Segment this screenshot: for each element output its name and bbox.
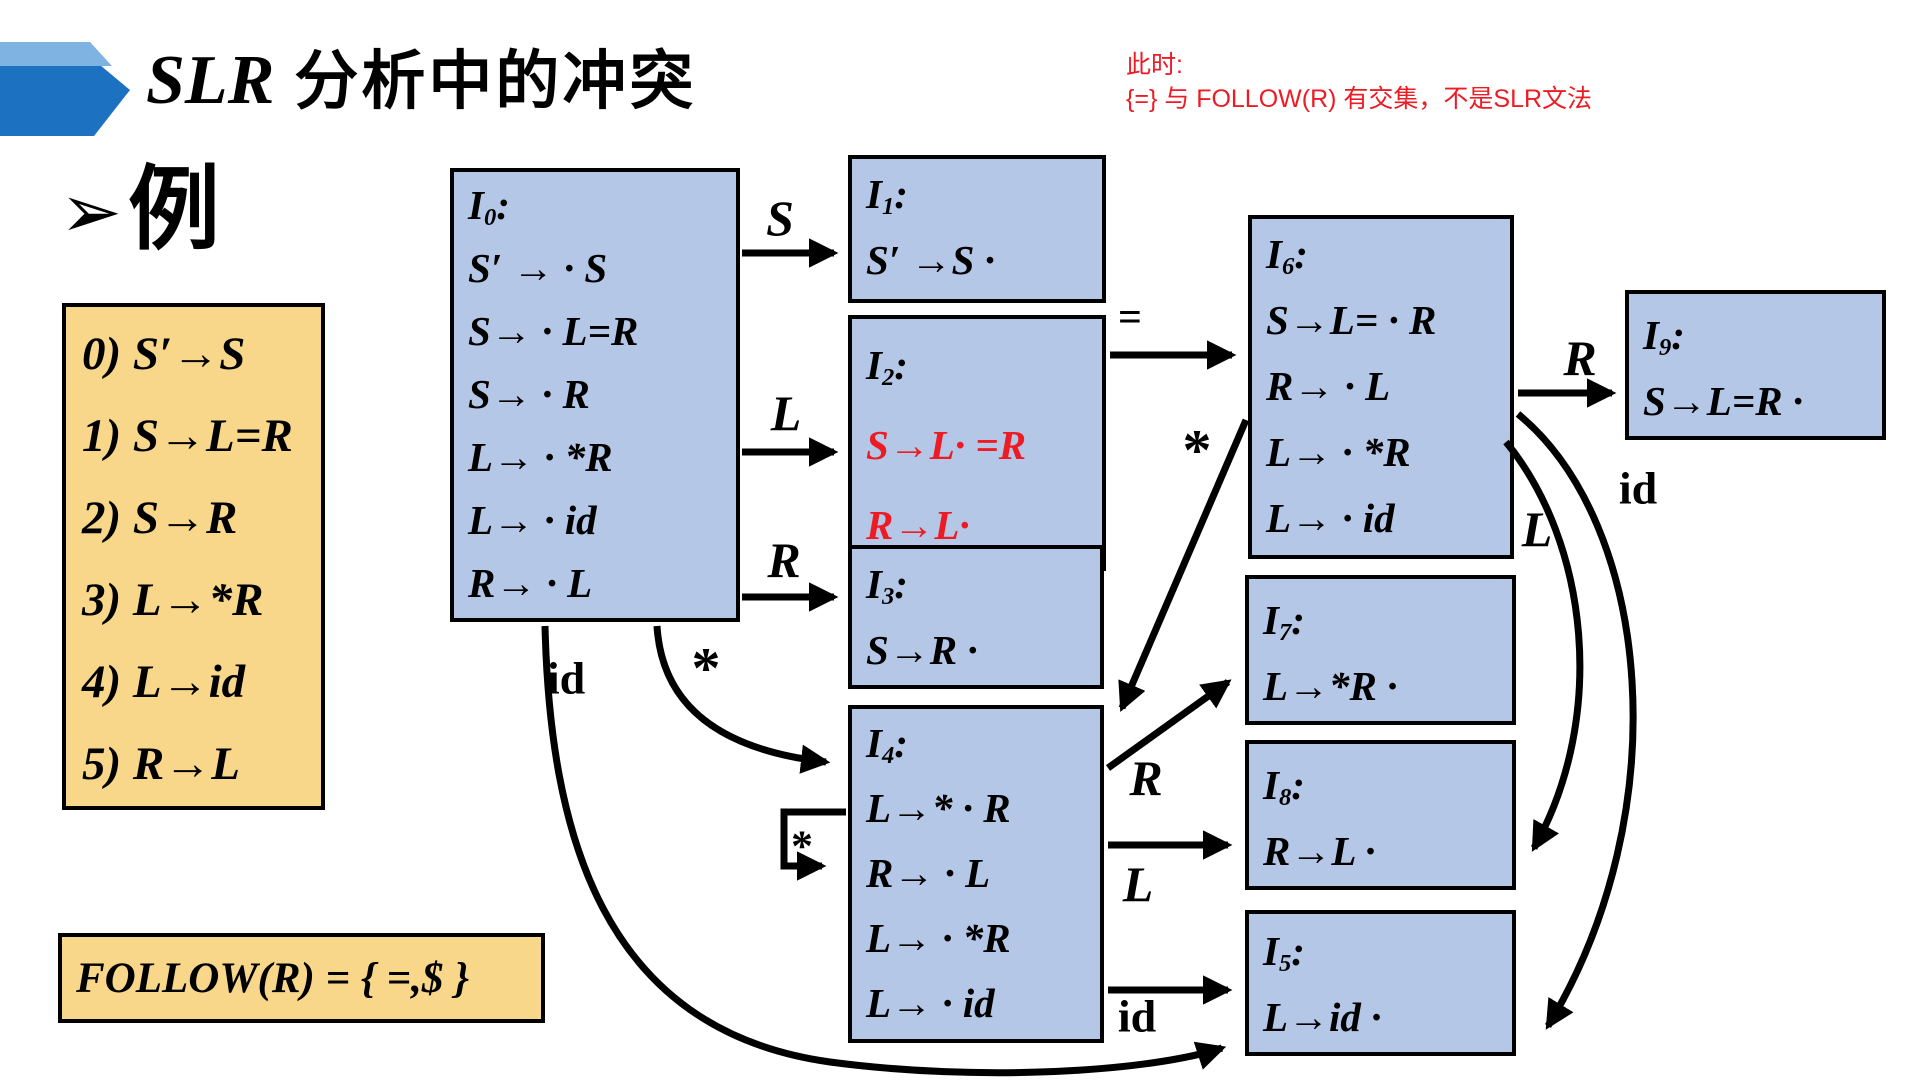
state-label: I1: [866, 171, 908, 221]
edge-label-R: R [1129, 750, 1163, 806]
state-label: I8: [1263, 762, 1305, 812]
state-box-I2: I2: S→L· =R R→L· [848, 315, 1106, 571]
state-item: S→R · [866, 627, 978, 673]
grammar-rule: 1) S→L=R [82, 410, 293, 462]
state-item: S′ → · S [468, 245, 608, 291]
state-label: I9: [1643, 312, 1685, 362]
title-arrow-light-shape [0, 42, 112, 66]
state-label: I6: [1266, 231, 1308, 281]
edge-label-star: * [1182, 417, 1212, 483]
grammar-rule: 0) S′→S [82, 328, 246, 380]
annotation-line-2: {=} 与 FOLLOW(R) 有交集，不是SLR文法 [1126, 85, 1593, 113]
state-item: R→ · L [866, 850, 991, 896]
title-latin: SLR [146, 42, 275, 119]
page-title: SLR 分析中的冲突 [146, 30, 696, 122]
state-item: S→ · L=R [468, 308, 639, 354]
edge-label-star: * [691, 635, 721, 701]
follow-set-text: FOLLOW(R) = { =,$ } [76, 954, 470, 1002]
title-cjk: 分析中的冲突 [294, 45, 697, 117]
state-label: I4: [866, 720, 908, 770]
arrowhead-bullet-icon: ➢ [60, 169, 123, 255]
edge-label-R: R [767, 532, 801, 588]
state-item: R→ · L [1266, 363, 1391, 409]
state-label: I3: [866, 561, 908, 611]
state-item: L→ · *R [1266, 429, 1411, 475]
state-item: L→ · id [468, 497, 597, 543]
state-item-conflict: S→L· =R [866, 422, 1027, 468]
edge-label-id: id [546, 652, 586, 704]
state-item: R→L · [1263, 828, 1376, 874]
state-item: L→ · *R [866, 915, 1011, 961]
state-label: I5: [1263, 928, 1305, 978]
state-label: I7: [1263, 597, 1305, 647]
state-box-I7: I7: L→*R · [1245, 575, 1516, 725]
grammar-box: 0) S′→S 1) S→L=R 2) S→R 3) L→*R 4) L→id … [62, 303, 325, 810]
grammar-rule: 4) L→id [82, 656, 246, 708]
edge-I0-I4 [653, 625, 831, 774]
state-box-I1: I1: S′ →S · [848, 155, 1106, 303]
follow-set-box: FOLLOW(R) = { =,$ } [58, 933, 545, 1023]
example-bullet: ➢ 例 [60, 158, 220, 266]
state-box-I5: I5: L→id · [1245, 910, 1516, 1056]
edge-label-id: id [1117, 990, 1157, 1042]
state-item: L→id · [1263, 994, 1382, 1040]
edge-label-L: L [770, 385, 802, 441]
state-item: S→ · R [468, 371, 590, 417]
state-item: R→ · L [468, 560, 593, 606]
state-item: L→ · *R [468, 434, 613, 480]
state-label: I0: [468, 182, 510, 232]
edge-label-id: id [1618, 462, 1658, 514]
state-item: S′ →S · [866, 237, 995, 283]
edge-label-L: L [1122, 856, 1154, 912]
state-item-conflict: R→L· [866, 502, 970, 548]
title-arrow-decoration [0, 42, 130, 136]
state-label: I2: [866, 342, 908, 392]
state-item: S→L= · R [1266, 297, 1437, 343]
state-box-I4: I4: L→* · R R→ · L L→ · *R L→ · id [848, 705, 1104, 1043]
state-item: L→ · id [1266, 495, 1395, 541]
grammar-rule: 3) L→*R [82, 574, 264, 626]
edge-label-R: R [1563, 330, 1597, 386]
state-item: L→ · id [866, 980, 995, 1026]
title-arrow-dark-shape [0, 60, 130, 136]
state-box-I0: I0: S′ → · S S→ · L=R S→ · R L→ · *R L→ … [450, 168, 740, 622]
state-item: S→L=R · [1643, 378, 1804, 424]
state-box-I6: I6: S→L= · R R→ · L L→ · *R L→ · id [1248, 215, 1514, 559]
edge-label-star-self: * [791, 821, 813, 871]
edge-label-S: S [766, 190, 794, 246]
edge-I4-I7 [1105, 679, 1232, 771]
conflict-annotation: 此时: {=} 与 FOLLOW(R) 有交集，不是SLR文法 [1126, 48, 1592, 116]
state-box-I8: I8: R→L · [1245, 740, 1516, 890]
state-box-I3: I3: S→R · [848, 545, 1104, 689]
annotation-line-1: 此时: [1126, 51, 1183, 79]
edge-label-equals: = [1118, 295, 1142, 341]
state-box-I9: I9: S→L=R · [1625, 290, 1886, 440]
state-item: L→* · R [866, 785, 1011, 831]
grammar-rule: 2) S→R [82, 492, 238, 544]
edge-label-L: L [1521, 501, 1553, 557]
state-item: L→*R · [1263, 663, 1398, 709]
example-label: 例 [128, 159, 221, 261]
grammar-rule: 5) R→L [82, 738, 240, 790]
